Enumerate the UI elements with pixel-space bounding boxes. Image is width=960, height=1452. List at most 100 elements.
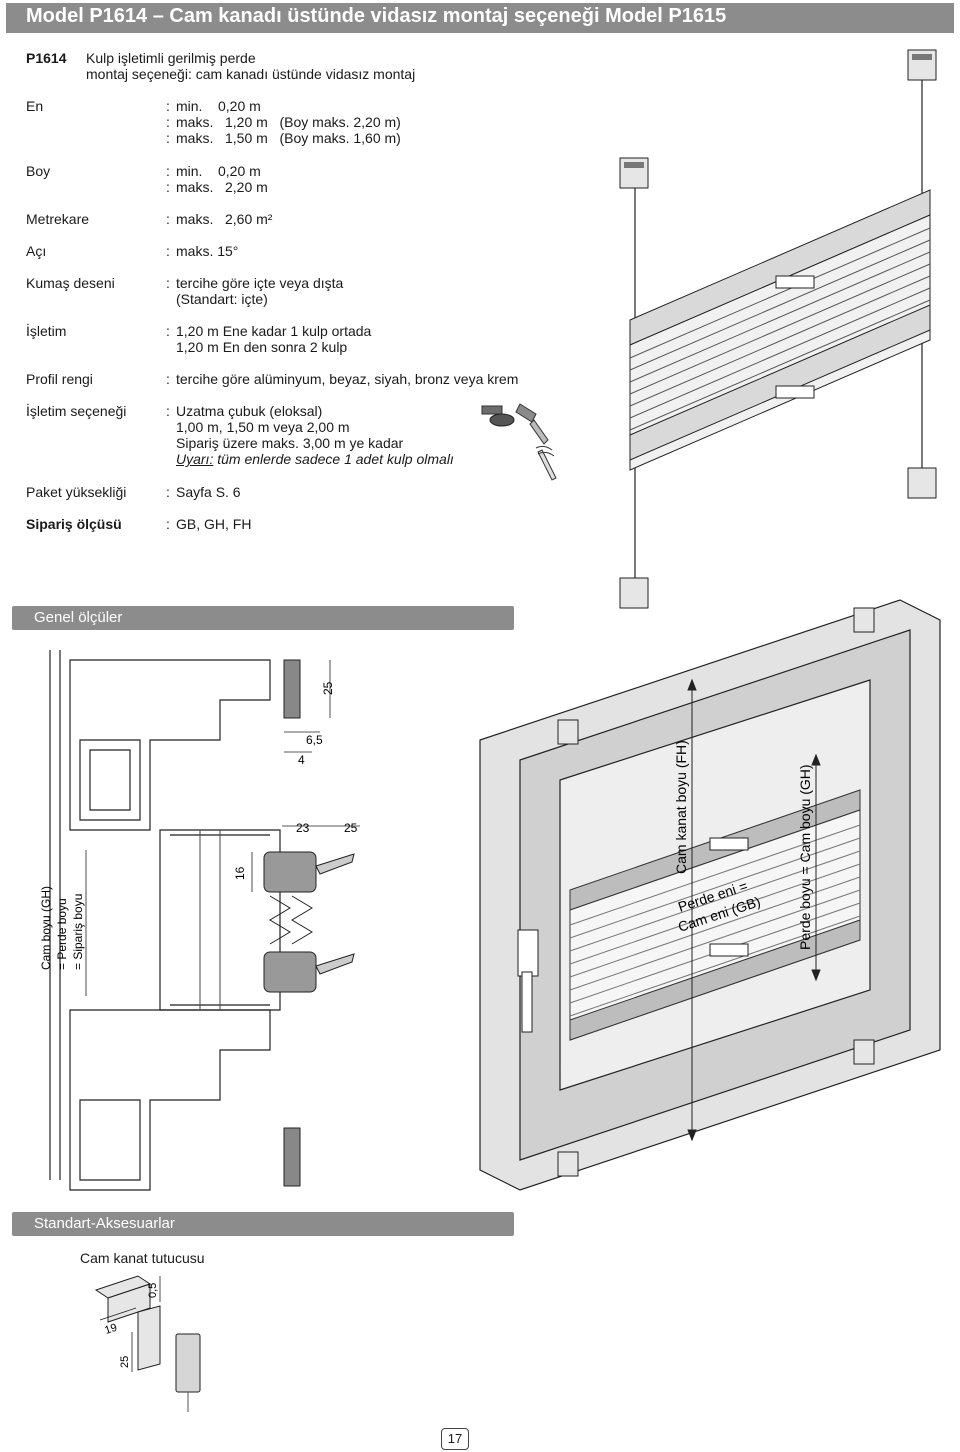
spec-colon: : — [166, 179, 170, 195]
window-drawing: Cam kanat boyu (FH) Perde eni = Cam eni … — [479, 599, 941, 1191]
spec-colon: : — [166, 275, 170, 291]
rod-clip-part — [481, 405, 503, 415]
glass-holder-bracket — [94, 1275, 161, 1371]
spec-colon: : — [166, 98, 170, 114]
warning-prefix: Uyarı: — [176, 451, 214, 467]
fh-label: Cam kanat boyu (FH) — [673, 740, 689, 874]
rod-break-mark — [535, 445, 555, 457]
section-title: Genel ölçüler — [34, 609, 123, 626]
blind-handle — [709, 943, 749, 957]
pleat-zigzag — [269, 895, 313, 945]
accessory-drawing: 0,5 19 25 — [94, 1275, 201, 1412]
spec-value: maks. 15° — [176, 243, 239, 259]
spec-colon: : — [166, 114, 170, 130]
cord-bracket — [853, 1039, 875, 1065]
spec-label: İşletim seçeneği — [26, 403, 127, 419]
model-code: P1614 — [26, 50, 67, 66]
spec-value: Sipariş üzere maks. 3,00 m ye kadar — [176, 435, 404, 451]
window-handle — [517, 929, 539, 1033]
gh-dimension — [811, 753, 821, 982]
spec-label: Boy — [26, 163, 51, 179]
dim-label: 25 — [119, 1356, 131, 1368]
spec-label: İşletim — [26, 323, 67, 339]
spec-value: min. 0,20 m — [176, 98, 261, 114]
spec-colon: : — [166, 130, 170, 146]
accessory-label: Cam kanat tutucusu — [80, 1250, 205, 1266]
spec-colon: : — [166, 211, 170, 227]
blind-handle-upper — [263, 851, 355, 893]
spec-value: 1,20 m En den sonra 2 kulp — [176, 339, 348, 355]
gh-label: Perde boyu = Cam boyu (GH) — [797, 764, 813, 950]
warning-note: Uyarı: tüm enlerde sadece 1 adet kulp ol… — [176, 451, 454, 467]
dimension-lines — [99, 1276, 161, 1372]
blind-handle-lower — [263, 951, 355, 993]
bracket-top — [283, 659, 301, 719]
glass-pane — [199, 830, 221, 1010]
section-header-aksesuar: Standart-Aksesuarlar — [12, 1212, 514, 1236]
spec-value: maks. 1,50 m (Boy maks. 1,60 m) — [176, 130, 401, 146]
spec-colon: : — [166, 323, 170, 339]
blind-handle — [709, 837, 749, 851]
spec-value: min. 0,20 m — [176, 163, 261, 179]
cord-bracket-top-right — [907, 49, 937, 81]
glass-holder-clip — [175, 1333, 201, 1393]
page-title: Model P1614 – Cam kanadı üstünde vidasız… — [26, 5, 727, 27]
spec-colon: : — [166, 403, 170, 419]
blind-fabric — [629, 189, 931, 471]
extension-rod-illustration — [481, 403, 557, 481]
cord-bracket — [853, 607, 875, 633]
cord-bracket-bottom-right — [907, 467, 937, 499]
spec-label: Profil rengi — [26, 371, 93, 387]
spec-value: maks. 2,60 m² — [176, 211, 273, 227]
spec-value: (Standart: içte) — [176, 291, 268, 307]
section-label: Cam boyu (GH) — [39, 886, 53, 970]
spec-value: Sayfa S. 6 — [176, 484, 241, 500]
title-bar: Model P1614 – Cam kanadı üstünde vidasız… — [6, 3, 954, 33]
dim-label: 0,5 — [147, 1283, 159, 1298]
spec-label: Açı — [26, 243, 47, 259]
intro-line: montaj seçeneği: cam kanadı üstünde vida… — [86, 66, 416, 82]
bracket-bottom — [283, 1127, 301, 1187]
spec-label: Sipariş ölçüsü — [26, 516, 122, 532]
spec-value: tercihe göre içte veya dışta — [176, 275, 344, 291]
spec-value: Uzatma çubuk (eloksal) — [176, 403, 323, 419]
spec-colon: : — [166, 243, 170, 259]
dim-label: 25 — [344, 821, 358, 835]
spec-value: 1,20 m Ene kadar 1 kulp ortada — [176, 323, 372, 339]
spec-value: maks. 1,20 m (Boy maks. 2,20 m) — [176, 114, 401, 130]
spec-value: tercihe göre alüminyum, beyaz, siyah, br… — [176, 371, 519, 387]
rod-shaft-part — [537, 449, 557, 481]
spec-label: Kumaş deseni — [26, 275, 115, 291]
dim-label: 25 — [321, 681, 335, 695]
dim-label: 6,5 — [306, 733, 323, 747]
dim-label: 23 — [296, 821, 310, 835]
rod-shaft-part — [529, 419, 549, 445]
spec-colon: : — [166, 484, 170, 500]
section-header-genel: Genel ölçüler — [12, 606, 514, 630]
cord-bracket-bottom-left — [619, 577, 649, 609]
dim-label: 16 — [233, 866, 247, 880]
spec-label: Paket yüksekliği — [26, 484, 127, 500]
spec-value: 1,00 m, 1,50 m veya 2,00 m — [176, 419, 350, 435]
blind-handle — [775, 385, 815, 399]
dim-label: 4 — [298, 753, 305, 767]
spec-colon: : — [166, 163, 170, 179]
spec-label: En — [26, 98, 44, 114]
cross-section-drawing: 25 6,5 4 23 25 16 Cam boyu (GH) = Perde … — [39, 650, 360, 1191]
blind-handle — [775, 275, 815, 289]
spec-value: maks. 2,20 m — [176, 179, 268, 195]
spec-label: Metrekare — [26, 211, 90, 227]
rod-handle-part — [515, 403, 537, 423]
page-number: 17 — [441, 1428, 469, 1450]
dim-label: 19 — [103, 1322, 118, 1337]
spec-colon: : — [166, 371, 170, 387]
cord-bracket — [557, 719, 579, 745]
pleated-blind-illustration — [619, 49, 937, 609]
spec-colon: : — [166, 516, 170, 532]
warning-text: tüm enlerde sadece 1 adet kulp olmalı — [213, 451, 454, 467]
section-label: = Sipariş boyu — [71, 894, 85, 970]
fh-dimension — [687, 678, 697, 1142]
section-title: Standart-Aksesuarlar — [34, 1215, 175, 1232]
dimension-lines — [85, 660, 360, 996]
intro-line: Kulp işletimli gerilmiş perde — [86, 50, 256, 66]
